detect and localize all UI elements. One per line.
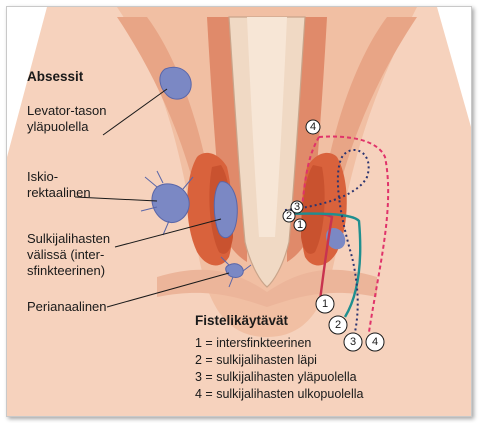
right-internal-sphincter — [301, 165, 325, 254]
anal-fistula-diagram: Absessit Levator-tason yläpuolella Iskio… — [7, 7, 471, 416]
callout-levator — [102, 88, 168, 136]
fistula-path-4-top — [301, 136, 320, 208]
callout-intersphincteric — [114, 218, 222, 248]
fistula-title: Fistelikäytävät — [195, 313, 289, 328]
label-levator-line2: yläpuolella — [27, 119, 89, 134]
label-ischio-line1: Iskio- — [27, 169, 58, 184]
legend-item-1: 1 = intersfinkteerinen — [195, 336, 311, 350]
abscess-title: Absessit — [27, 69, 84, 84]
marker-1-top: 1 — [293, 218, 307, 232]
callout-perianal — [106, 272, 230, 308]
svg-text:3: 3 — [294, 201, 300, 213]
label-perianal: Perianaalinen — [27, 299, 107, 314]
abscess-supralevator — [159, 66, 192, 100]
marker-1-bottom: 1 — [315, 294, 335, 314]
legend-item-3: 3 = sulkijalihasten yläpuolella — [195, 370, 357, 384]
label-ischio-line2: rektaalinen — [27, 185, 91, 200]
abscess-ischiorectal — [151, 183, 190, 223]
abscess-right — [326, 227, 346, 250]
marker-3-bottom: 3 — [343, 332, 363, 352]
abscess-ischiorectal-strands — [140, 170, 194, 236]
label-inter-line1: Sulkijalihasten — [27, 231, 110, 246]
diagram-frame: Absessit Levator-tason yläpuolella Iskio… — [6, 6, 472, 417]
svg-text:4: 4 — [372, 336, 378, 348]
abscess-perianal — [225, 263, 244, 278]
marker-4-top: 4 — [305, 119, 321, 135]
svg-text:2: 2 — [286, 210, 292, 222]
anal-canal-inner — [247, 17, 287, 237]
svg-text:4: 4 — [310, 121, 316, 133]
fistula-path-2 — [284, 212, 362, 318]
marker-2-bottom: 2 — [328, 315, 348, 335]
marker-3-top: 3 — [290, 200, 304, 214]
marker-2-top: 2 — [282, 209, 296, 223]
label-levator-line1: Levator-tason — [27, 103, 107, 118]
label-inter-line3: sfinkteerinen) — [27, 263, 105, 278]
fistula-path-3 — [284, 148, 370, 333]
svg-text:1: 1 — [322, 298, 328, 310]
svg-text:2: 2 — [335, 319, 341, 331]
abscess-perianal-strands — [220, 256, 252, 288]
left-levator — [117, 17, 212, 197]
marker-4-bottom: 4 — [365, 332, 385, 352]
svg-text:1: 1 — [297, 219, 303, 231]
legend-item-4: 4 = sulkijalihasten ulkopuolella — [195, 387, 364, 401]
right-levator — [322, 17, 417, 197]
callout-ischio — [74, 196, 158, 202]
abscess-intersphincteric — [213, 181, 238, 239]
legend-item-2: 2 = sulkijalihasten läpi — [195, 353, 317, 367]
svg-text:3: 3 — [350, 336, 356, 348]
label-inter-line2: välissä (inter- — [27, 247, 104, 262]
